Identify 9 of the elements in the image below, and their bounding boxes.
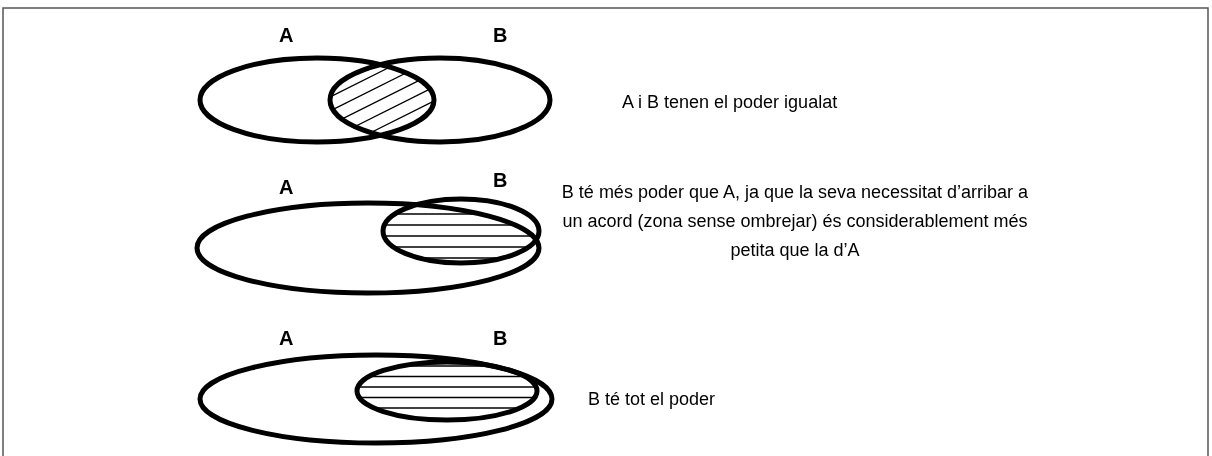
- set-label: A: [279, 23, 294, 48]
- set-label: B: [493, 168, 508, 193]
- set-label: B: [493, 326, 508, 351]
- caption-text: B té més poder que A, ja que la seva necessitat d’arribar a un acord (zona sense ombrejar) és considerablement més petita que la d’A: [560, 181, 1030, 262]
- set-label: A: [279, 326, 294, 351]
- set-label: A: [279, 175, 294, 200]
- caption-text: A i B tenen el poder igualat: [622, 91, 838, 114]
- set-label: B: [493, 23, 508, 48]
- caption-text: B té tot el poder: [588, 388, 716, 411]
